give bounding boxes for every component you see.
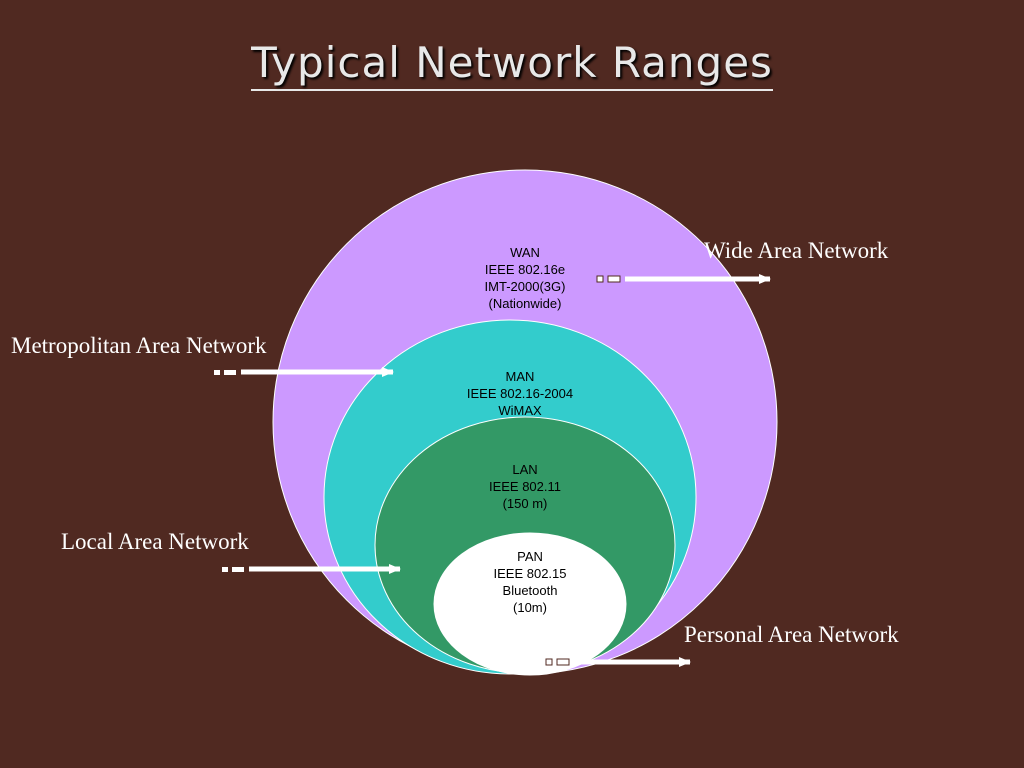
personal-area-network-label: Personal Area Network — [684, 622, 899, 647]
pan-ring-text: PAN IEEE 802.15 Bluetooth (10m) — [493, 549, 567, 615]
lan-arrow — [222, 564, 401, 574]
lan-ring-text: LAN IEEE 802.11 (150 m) — [488, 462, 562, 511]
metropolitan-area-network-label: Metropolitan Area Network — [11, 333, 267, 358]
man-ring-text: MAN IEEE 802.16-2004 WiMAX — [466, 369, 574, 418]
man-arrow — [214, 367, 394, 377]
page-title: Typical Network Ranges — [0, 38, 1024, 91]
pan-arrow — [545, 657, 691, 667]
local-area-network-label: Local Area Network — [61, 529, 249, 554]
wan-ring-text: WAN IEEE 802.16e IMT-2000(3G) (Nationwid… — [484, 245, 566, 311]
wan-arrow — [596, 274, 771, 284]
wide-area-network-label: Wide Area Network — [704, 238, 889, 263]
pan-circle — [433, 532, 627, 676]
